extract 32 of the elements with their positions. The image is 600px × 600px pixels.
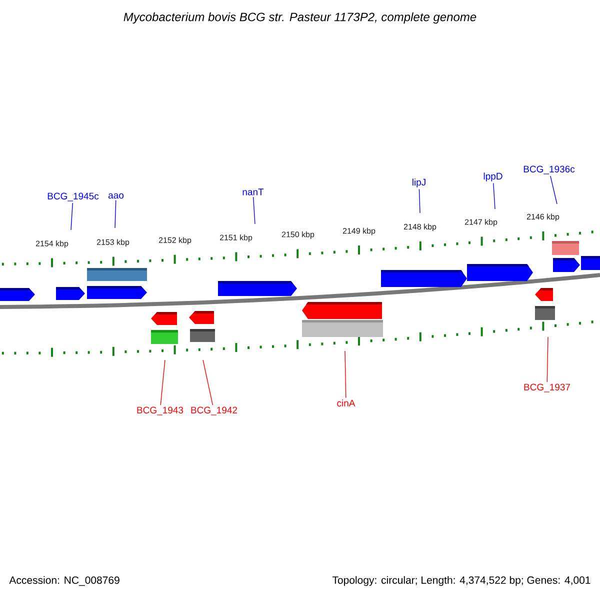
gene-label: aao bbox=[108, 193, 124, 199]
gene-label: BCG_1942 bbox=[191, 406, 238, 416]
scale-label: 2151 kbp bbox=[220, 234, 252, 242]
scale-label: 2149 kbp bbox=[342, 228, 376, 236]
accession-text: Accession: NC_008769 bbox=[9, 576, 120, 586]
scale-label: 2153 kbp bbox=[96, 239, 130, 247]
leader-line bbox=[202, 360, 214, 406]
gene-label: nanT bbox=[242, 188, 264, 196]
gene-label: BCG_1937 bbox=[524, 384, 570, 392]
gene-label: BCG_1945c bbox=[48, 192, 99, 202]
gene-label: BCG_1943 bbox=[137, 406, 184, 416]
leader-line bbox=[70, 202, 73, 230]
leader-line bbox=[114, 200, 116, 228]
gene-label: lppD bbox=[484, 172, 502, 182]
leader-line bbox=[493, 182, 496, 210]
leader-line bbox=[546, 336, 548, 382]
gene-label: BCG_1936c bbox=[524, 166, 575, 174]
leader-line bbox=[160, 360, 166, 406]
leader-line bbox=[550, 176, 558, 204]
gene-label: lipJ bbox=[412, 178, 426, 188]
genome-stats-text: Topology: circular; Length: 4,374,522 bp; Genes: 4,001 bbox=[332, 576, 590, 586]
scale-label: 2150 kbp bbox=[282, 231, 314, 239]
scale-label: 2147 kbp bbox=[464, 218, 498, 226]
scale-label: 2146 kbp bbox=[526, 214, 560, 222]
leader-line bbox=[418, 188, 420, 214]
scale-label: 2154 kbp bbox=[36, 240, 68, 248]
leader-line bbox=[344, 350, 346, 398]
title: Mycobacterium bovis BCG str. Pasteur 1173P2, complete genome bbox=[124, 12, 476, 24]
scale-label: 2148 kbp bbox=[404, 224, 436, 232]
gene-label: cinA bbox=[337, 400, 356, 406]
scale-label: 2152 kbp bbox=[158, 237, 192, 245]
leader-line bbox=[252, 196, 256, 224]
